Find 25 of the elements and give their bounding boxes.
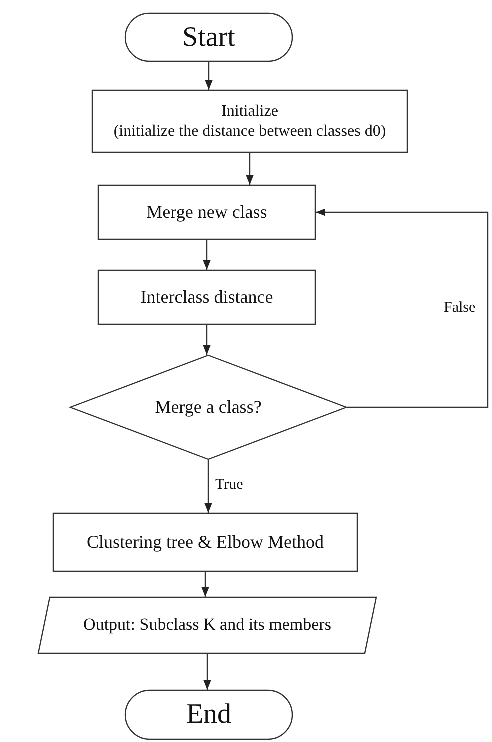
node-text: Start — [182, 20, 236, 54]
node-text: Initialize — [222, 102, 278, 122]
node-text: Merge new class — [146, 202, 268, 224]
arrow — [246, 153, 254, 185]
process-box — [92, 90, 408, 153]
arrow — [316, 208, 489, 408]
process-box — [53, 513, 358, 572]
arrow — [204, 654, 212, 690]
decision-diamond — [70, 355, 347, 460]
arrow — [205, 62, 213, 90]
node-text: Interclass distance — [140, 286, 274, 308]
process-box — [98, 270, 316, 325]
arrow — [204, 460, 212, 513]
arrow — [202, 572, 210, 597]
node-text: Clustering tree & Elbow Method — [87, 532, 324, 554]
terminal-shape — [125, 13, 293, 62]
arrow — [203, 325, 211, 355]
process-box — [98, 185, 316, 240]
node-text: Output: Subclass K and its members — [84, 615, 332, 636]
node-text: Merge a class? — [155, 396, 262, 418]
terminal-shape — [125, 690, 293, 740]
node-text: End — [186, 698, 232, 732]
output-parallelogram — [38, 597, 377, 654]
arrow — [203, 240, 211, 270]
node-text: (initialize the distance between classes d0) — [114, 122, 386, 141]
